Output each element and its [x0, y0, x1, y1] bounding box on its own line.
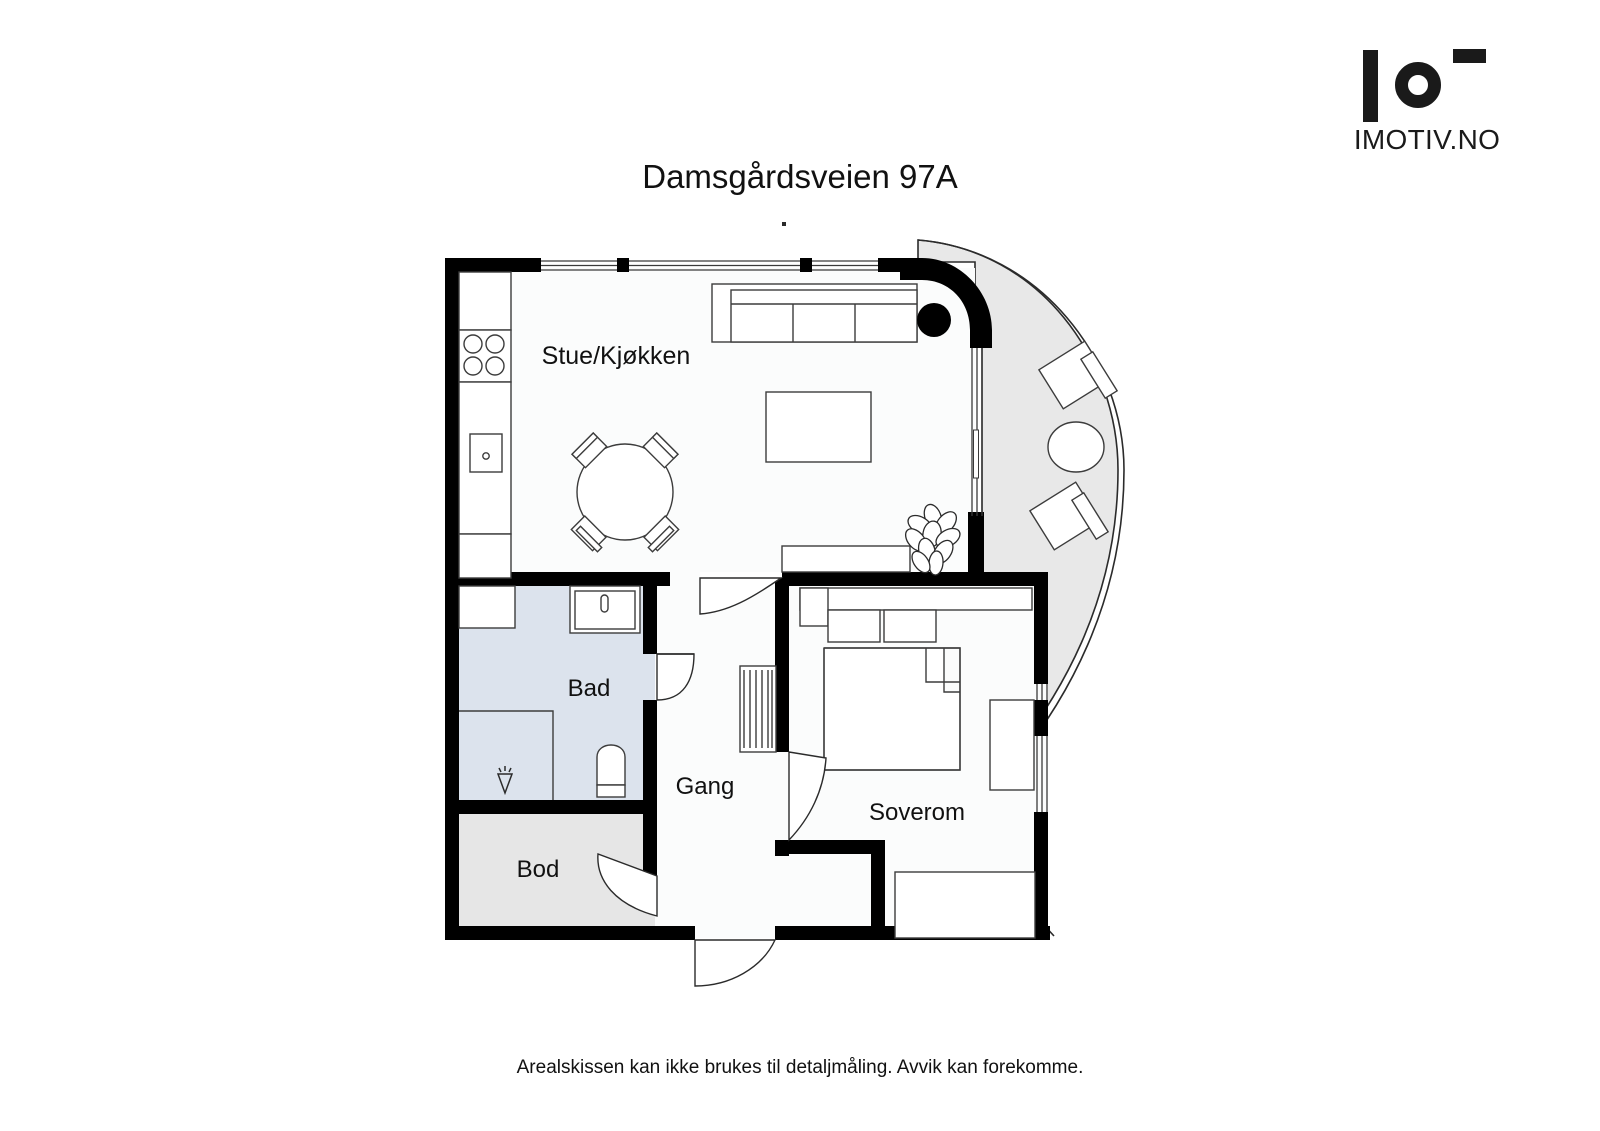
shower-area: [459, 710, 554, 800]
wall-bad-bod-divider: [445, 800, 657, 814]
window-mullion-1: [617, 258, 629, 272]
wall-living-bedroom: [782, 572, 984, 586]
wall-gang-soverom-mid: [775, 666, 789, 752]
wall-bad-right-upper: [643, 572, 657, 654]
dining-set: [570, 432, 680, 553]
wall-bedroom-top: [970, 572, 1048, 586]
bath-cabinet: [458, 585, 516, 629]
headboard: [799, 587, 1033, 611]
brand-logo: IMOTIV.NO: [1342, 40, 1512, 156]
wall-bottom-left: [445, 926, 695, 940]
dining-chair-ne: [642, 432, 679, 469]
kitchen-cabinet-bottom: [458, 533, 512, 579]
bathroom-sink: [569, 585, 641, 634]
kitchen-fixtures: [458, 271, 512, 579]
dresser: [989, 699, 1035, 791]
door-stue-gang: [699, 577, 784, 615]
burner-2: [485, 334, 505, 354]
side-table-round: [917, 303, 951, 337]
wall-bedroom-right-2: [1034, 700, 1048, 736]
door-entry: [694, 939, 777, 987]
bed-double: [823, 647, 961, 771]
balcony-chair-upper: [1037, 340, 1119, 410]
bench: [894, 871, 1036, 939]
logo-ring-shape: [1395, 62, 1441, 108]
logo-bar-shape: [1363, 50, 1378, 122]
room-label-gang: Gang: [676, 773, 735, 800]
pillow-right: [883, 609, 937, 643]
door-bad: [656, 653, 695, 701]
window-bedroom-2: [1036, 736, 1048, 812]
window-bedroom-1: [1036, 684, 1048, 700]
window-top-3: [812, 260, 878, 271]
burner-1: [463, 334, 483, 354]
sideboard: [781, 545, 911, 573]
window-living-right: [971, 348, 983, 516]
balcony-furniture: [1028, 340, 1119, 551]
bathroom-fixtures: [458, 585, 641, 800]
imotiv-logo-icon: [1357, 40, 1497, 122]
kitchen-cabinet-top: [458, 271, 512, 331]
door-soverom: [788, 751, 827, 842]
window-top-1: [541, 260, 617, 271]
wall-bedroom-right-3: [1034, 812, 1048, 940]
shower-drain: [496, 766, 514, 796]
logo-dash-shape: [1453, 49, 1486, 63]
dining-table-round: [576, 443, 674, 541]
room-label-bod: Bod: [517, 856, 560, 883]
room-gang: [655, 572, 782, 938]
sofa-3-seat: [711, 283, 918, 343]
toilet: [596, 744, 626, 798]
wall-bedroom-right-1: [1034, 572, 1048, 684]
balcony-table-round: [1047, 421, 1105, 473]
windows: [541, 260, 1048, 812]
wall-bad-right-lower: [643, 700, 657, 812]
wall-gang-soverom-upper: [775, 578, 789, 666]
nightstand-left: [799, 587, 829, 627]
wall-left-exterior: [445, 258, 459, 940]
wall-top-left: [445, 258, 541, 272]
bedroom-furniture: [739, 587, 1036, 939]
sink-drain: [482, 452, 490, 460]
dining-chair-nw: [571, 432, 608, 469]
coffee-table: [765, 391, 872, 463]
balcony-chair-lower: [1028, 481, 1110, 551]
radiator: [739, 665, 777, 753]
dining-chair-sw: [570, 515, 607, 553]
door-swings: [597, 577, 827, 987]
pillow-left: [827, 609, 881, 643]
burner-3: [463, 356, 483, 376]
living-furniture: [711, 283, 951, 573]
disclaimer-text: Arealskissen kan ikke brukes til detaljm…: [516, 1057, 1084, 1078]
brand-name: IMOTIV.NO: [1353, 124, 1501, 155]
title-dot-marker: [782, 222, 786, 226]
room-labels: Stue/Kjøkken Bad Bod Gang Soverom: [517, 342, 965, 883]
room-label-bad: Bad: [568, 675, 611, 702]
bed-duvet-fold: [925, 648, 960, 683]
room-label-soverom: Soverom: [869, 799, 965, 826]
wall-curved-corner: [900, 258, 992, 348]
wall-soverom-step-h: [775, 840, 885, 854]
door-bod: [597, 853, 658, 917]
page-title: Damsgårdsveien 97A: [642, 158, 958, 195]
burner-4: [485, 356, 505, 376]
wall-soverom-step-v2: [871, 840, 885, 940]
dining-chair-se: [643, 515, 680, 553]
room-label-stue-kjokken: Stue/Kjøkken: [542, 342, 691, 370]
window-top-2: [629, 260, 800, 271]
wall-bod-right: [643, 814, 657, 876]
window-mullion-2: [800, 258, 812, 272]
walls: [445, 258, 1050, 940]
plant-icon: [904, 503, 961, 576]
wall-living-right-lower: [968, 512, 984, 582]
